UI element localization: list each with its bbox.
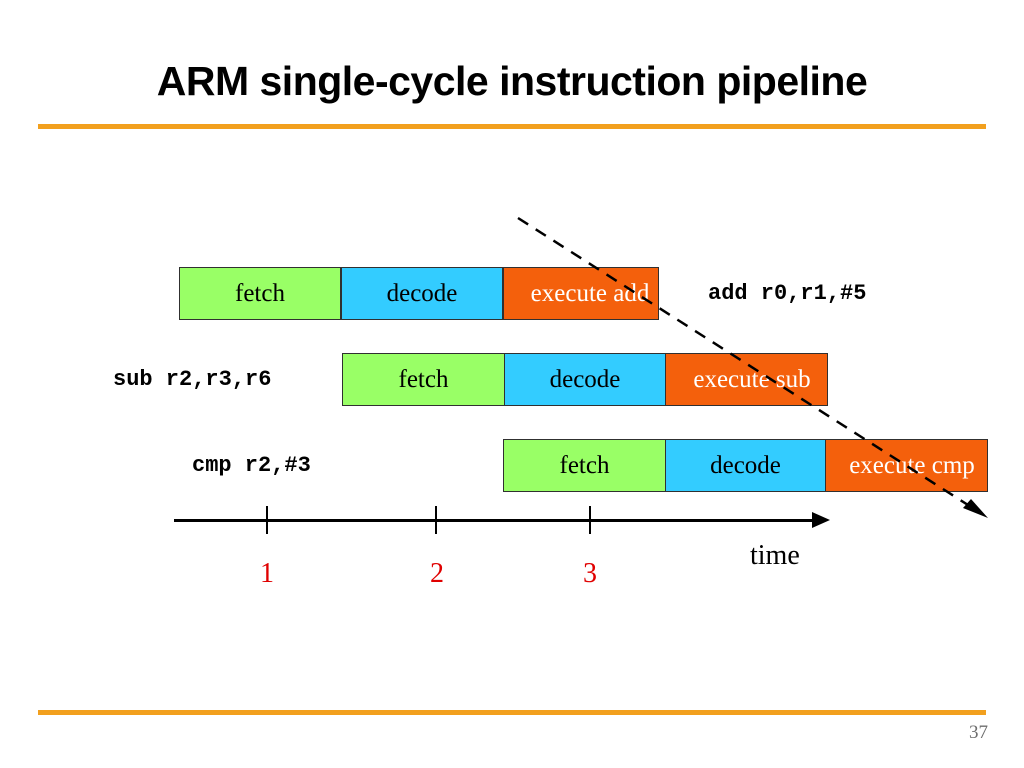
footer-divider [38,710,986,715]
stage-execute-row3: execute cmp [825,439,988,492]
stage-fetch-row2: fetch [342,353,505,406]
stage-execute-row1-label: execute add [530,280,650,307]
instruction-label-sub: sub r2,r3,r6 [113,367,272,392]
stage-execute-row2: execute sub [665,353,828,406]
stage-decode-row2: decode [504,353,666,406]
page-title: ARM single-cycle instruction pipeline [156,58,868,104]
axis-label-time: time [750,540,800,571]
time-axis-arrowhead-icon [812,512,830,528]
stage-decode-row1: decode [341,267,503,320]
stage-execute-row3-label: execute cmp [849,452,975,479]
axis-number-2: 2 [430,558,444,589]
header-divider [38,124,986,129]
time-axis-line [174,519,818,522]
axis-tick-3 [589,506,591,534]
axis-tick-1 [266,506,268,534]
page-number: 37 [969,722,988,743]
axis-number-1: 1 [260,558,274,589]
axis-number-3: 3 [583,558,597,589]
axis-tick-2 [435,506,437,534]
stage-decode-row3: decode [665,439,826,492]
stage-execute-row2-label: execute sub [693,366,811,393]
instruction-label-cmp: cmp r2,#3 [192,453,311,478]
instruction-label-add: add r0,r1,#5 [708,281,867,306]
stage-fetch-row3: fetch [503,439,666,492]
stage-execute-row1: execute add [503,267,659,320]
stage-fetch-row1: fetch [179,267,341,320]
